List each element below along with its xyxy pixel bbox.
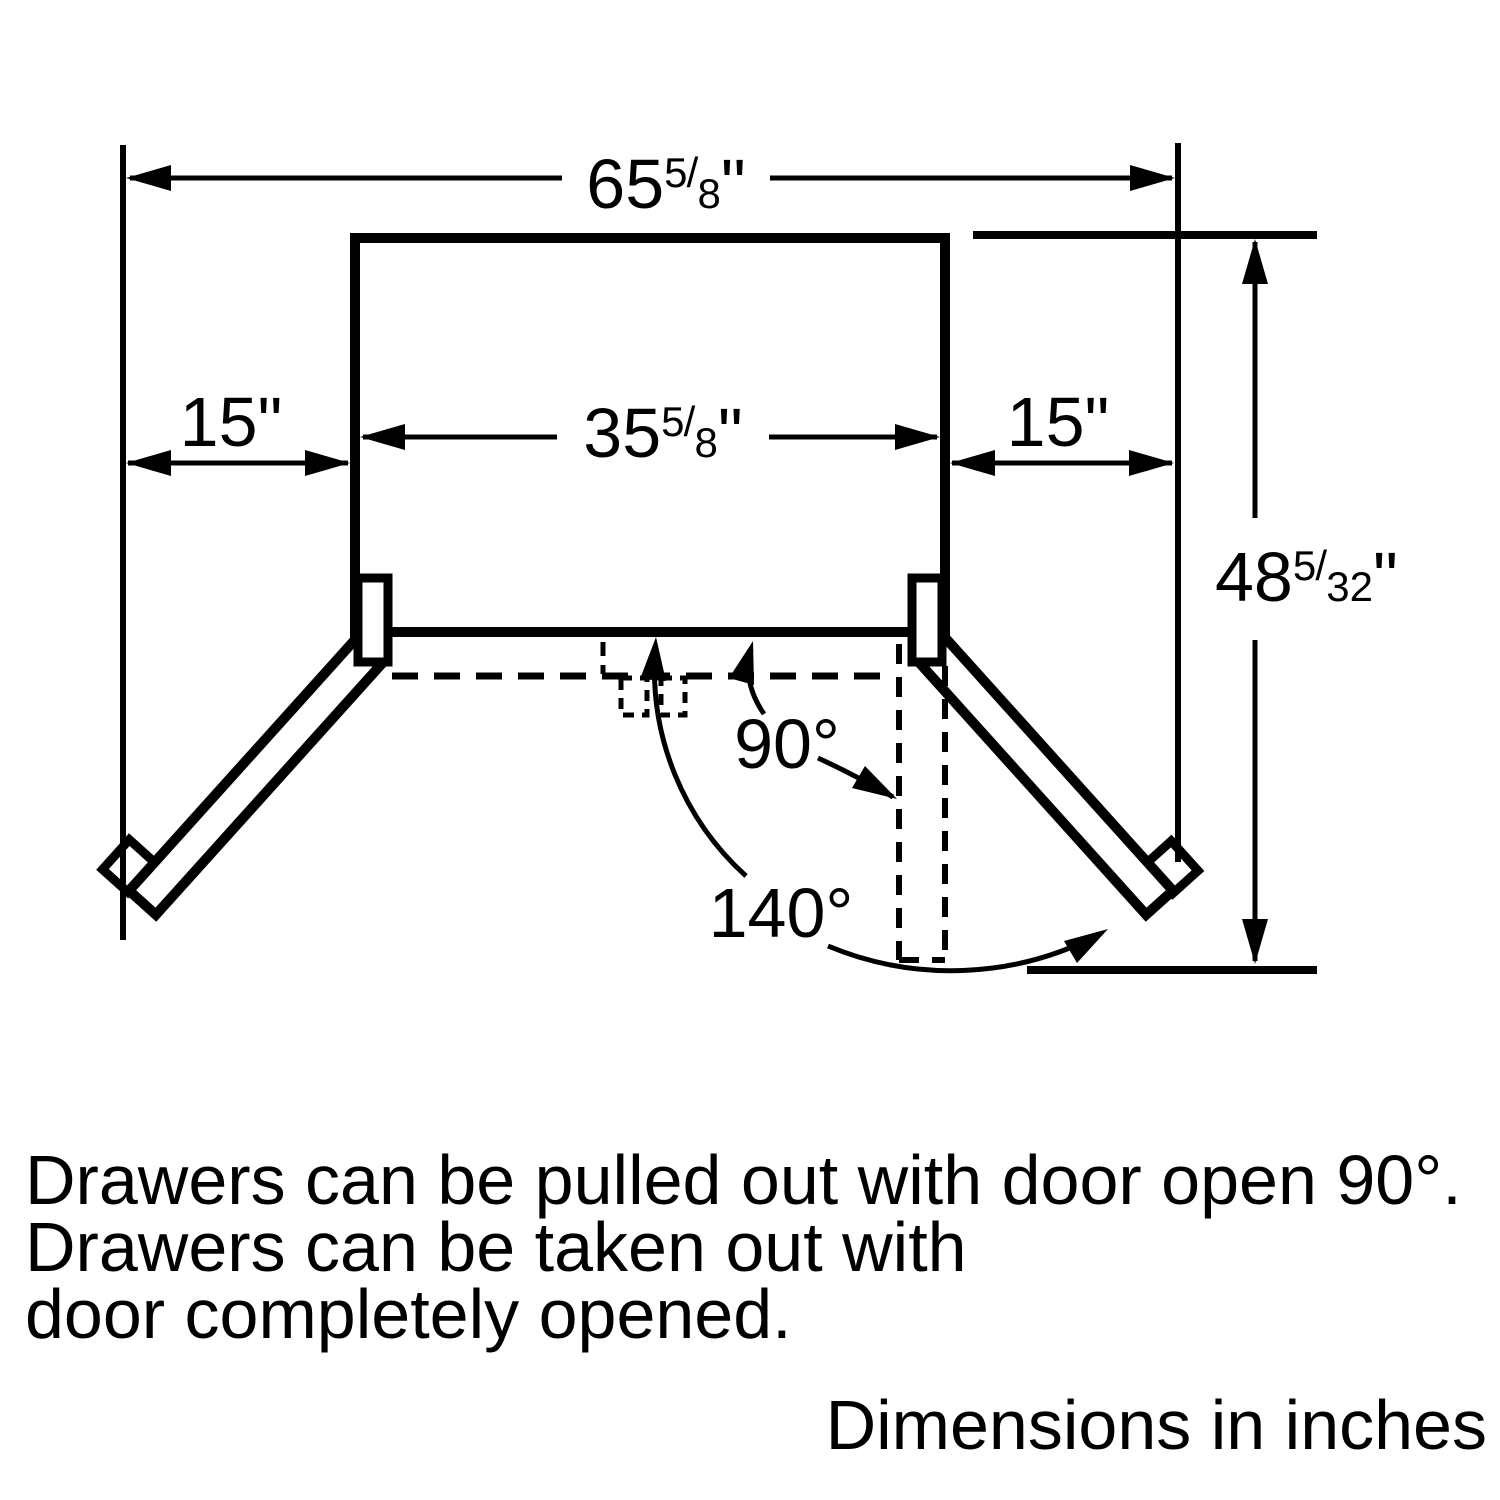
dim-frac-denominator: 8 (694, 419, 718, 466)
dim-whole: 15 (1006, 383, 1085, 461)
arrowhead (305, 450, 350, 476)
dim-unit: " (1084, 383, 1110, 461)
drawer-handle-dashed-right (658, 675, 688, 718)
units-caption: Dimensions in inches (825, 1386, 1487, 1464)
dim-frac-numerator: 5/ (664, 149, 698, 196)
arrowhead (852, 766, 897, 799)
cabinet-width-label: 355/8" (583, 398, 742, 468)
dimension-arrowheads (126, 165, 1268, 964)
arrowhead (895, 424, 940, 450)
right-door-panel (911, 630, 1180, 922)
arc-140-left-segment (651, 651, 748, 878)
dim-unit: " (257, 383, 283, 461)
arrowhead (950, 450, 995, 476)
arrowhead (126, 165, 171, 191)
dim-frac-denominator: 32 (1326, 563, 1373, 610)
dim-frac-numerator: 5/ (661, 398, 695, 445)
dim-whole: 65 (586, 145, 665, 223)
right-hinge (907, 573, 947, 667)
angle-90-label: 90° (734, 705, 840, 783)
arc-140-right-segment (827, 931, 1102, 974)
left-clearance-label: 15" (180, 387, 283, 457)
left-door-open (96, 630, 391, 922)
dim-whole: 15 (179, 383, 258, 461)
arrowhead (360, 424, 405, 450)
extension-lines (120, 143, 1317, 974)
right-clearance-label: 15" (1007, 387, 1110, 457)
dimension-lines (128, 175, 1258, 961)
arrowhead (640, 637, 666, 681)
note-line: Drawers can be pulled out with door open… (25, 1141, 1462, 1219)
arrowhead (126, 450, 171, 476)
right-door-open (911, 630, 1205, 922)
note-line: door completely opened. (25, 1275, 792, 1354)
left-door-panel (122, 630, 391, 922)
door-depth-label: 485/32" (1215, 542, 1398, 612)
drawer-handle-dashed-left (618, 675, 650, 718)
dim-frac-numerator: 5/ (1292, 542, 1327, 589)
dashed-references (392, 642, 948, 963)
overall-width-label: 655/8" (586, 149, 745, 219)
arrowhead (1064, 929, 1108, 963)
left-hinge (353, 573, 393, 667)
dim-unit: " (720, 145, 746, 223)
dim-frac-denominator: 8 (697, 170, 721, 217)
angle-arrowheads (640, 637, 1108, 963)
angle-140-label: 140° (708, 874, 854, 952)
notes-text: Drawers can be pulled out with door open… (25, 1141, 1462, 1354)
arrowhead (729, 641, 754, 685)
arrowhead (1130, 165, 1175, 191)
arrowhead (1129, 450, 1174, 476)
dim-unit: " (1372, 538, 1398, 616)
arrowhead (1242, 239, 1268, 284)
note-line: Drawers can be taken out with (25, 1208, 967, 1287)
dim-whole: 35 (583, 394, 662, 472)
dim-unit: " (717, 394, 743, 472)
dim-whole: 48 (1215, 538, 1293, 616)
arrowhead (1242, 919, 1268, 964)
